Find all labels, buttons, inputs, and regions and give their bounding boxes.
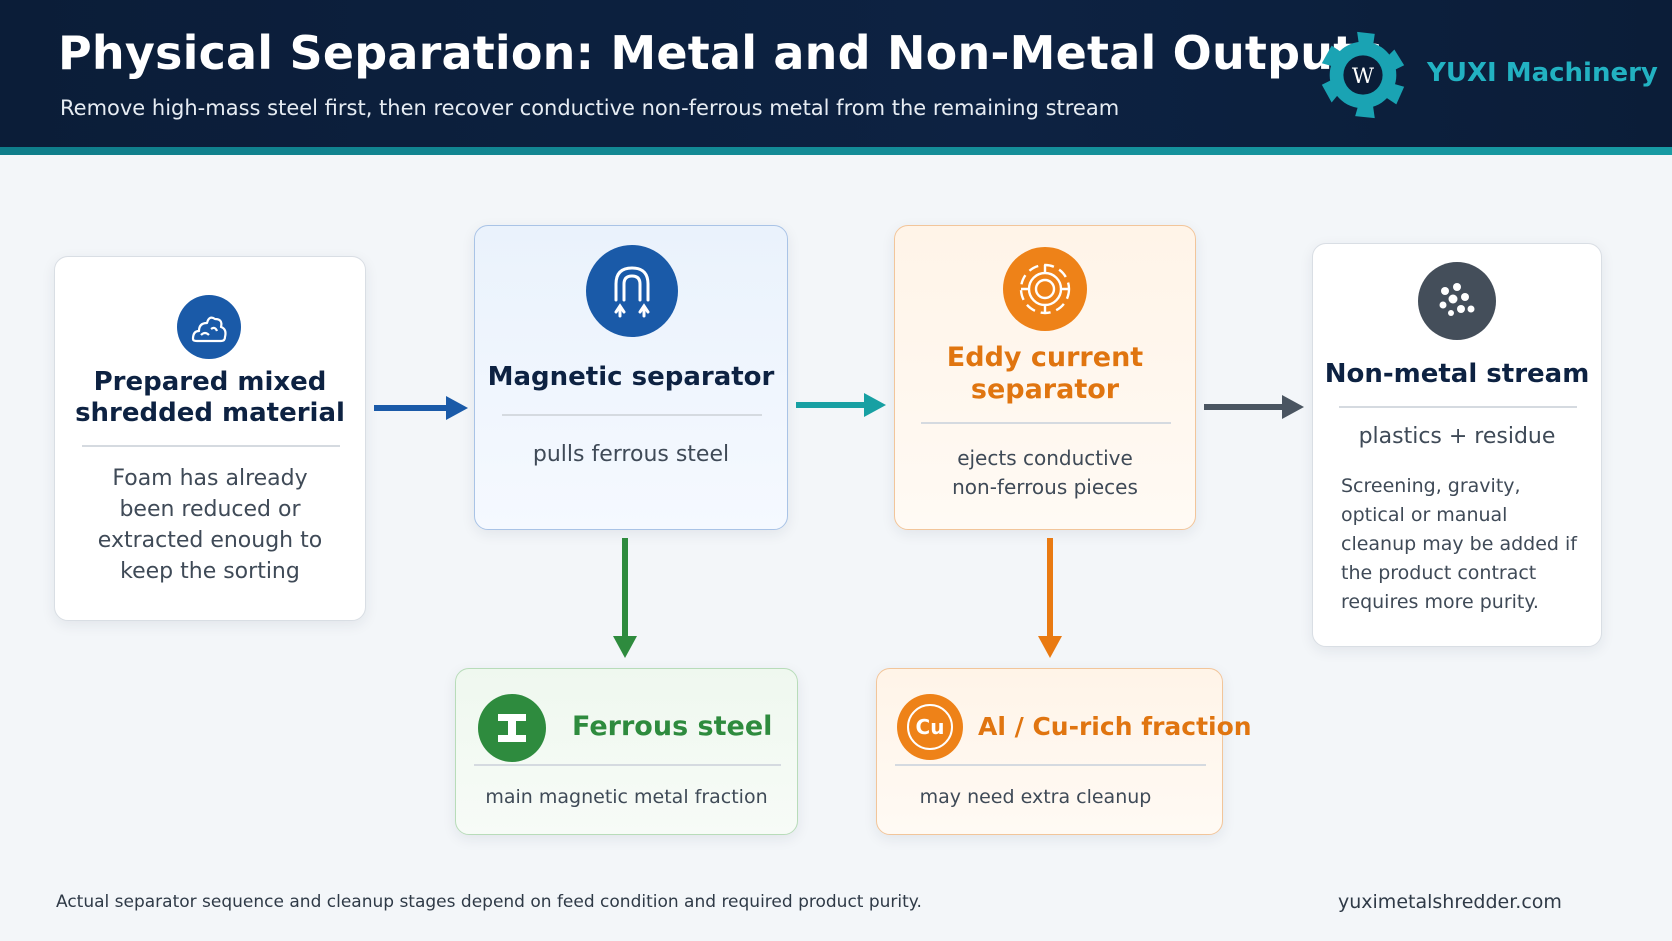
footer-url[interactable]: yuximetalshredder.com [1338, 891, 1562, 913]
page-title: Physical Separation: Metal and Non-Metal… [58, 26, 1383, 80]
footer-note: Actual separator sequence and cleanup st… [56, 892, 922, 912]
arrow-to-alcu [1038, 538, 1062, 658]
pile-icon [177, 295, 241, 359]
magnetic-separator-card: Magnetic separator pulls ferrous steel [474, 225, 788, 530]
magnetic-description: pulls ferrous steel [532, 442, 730, 467]
nonmetal-description: Screening, gravity, optical or manual cl… [1341, 475, 1577, 613]
arrow-to-magnetic [374, 396, 468, 420]
gear-logo-icon: W [1321, 31, 1405, 119]
ferrous-title: Ferrous steel [572, 711, 773, 742]
non-metal-stream-card: Non-metal stream plastics + residue Scre… [1312, 243, 1602, 647]
i-beam-icon [478, 694, 546, 762]
card-divider [82, 445, 340, 447]
logo-letter: W [1352, 64, 1375, 89]
page-subtitle: Remove high-mass steel first, then recov… [60, 96, 1120, 120]
prepared-description: Foam has already been reduced or extract… [97, 466, 323, 584]
magnetic-title: Magnetic separator [487, 362, 775, 392]
arrow-to-ferrous [613, 538, 637, 658]
header-stripe [0, 147, 1672, 155]
copper-icon: Cu [897, 694, 963, 760]
nonmetal-subtitle: plastics + residue [1358, 424, 1556, 449]
card-divider [921, 422, 1171, 424]
card-divider [1339, 406, 1577, 408]
ferrous-steel-card: Ferrous steel main magnetic metal fracti… [455, 668, 798, 835]
prepared-material-card: Prepared mixed shredded material Foam ha… [54, 256, 366, 621]
particles-icon [1418, 262, 1496, 340]
card-divider [502, 414, 762, 416]
brand-name: YUXI Machinery [1427, 58, 1658, 88]
alcu-title: Al / Cu-rich fraction [978, 712, 1252, 741]
eddy-rotor-icon [1003, 247, 1087, 331]
alcu-description: may need extra cleanup [919, 786, 1152, 808]
card-divider [895, 764, 1206, 766]
copper-icon-label: Cu [907, 704, 953, 750]
prepared-title: Prepared mixed shredded material [75, 367, 345, 429]
magnet-icon [586, 245, 678, 337]
eddy-title: Eddy current separator [946, 342, 1144, 406]
arrow-to-nonmetal [1204, 395, 1304, 419]
eddy-description: ejects conductive non-ferrous pieces [952, 446, 1138, 499]
ferrous-description: main magnetic metal fraction [485, 786, 768, 808]
al-cu-fraction-card: Cu Al / Cu-rich fraction may need extra … [876, 668, 1252, 835]
eddy-current-card: Eddy current separator ejects conductive… [894, 225, 1196, 530]
arrow-to-eddy [796, 393, 886, 417]
nonmetal-title: Non-metal stream [1324, 359, 1590, 389]
header-banner: Physical Separation: Metal and Non-Metal… [0, 0, 1672, 147]
card-divider [474, 764, 781, 766]
